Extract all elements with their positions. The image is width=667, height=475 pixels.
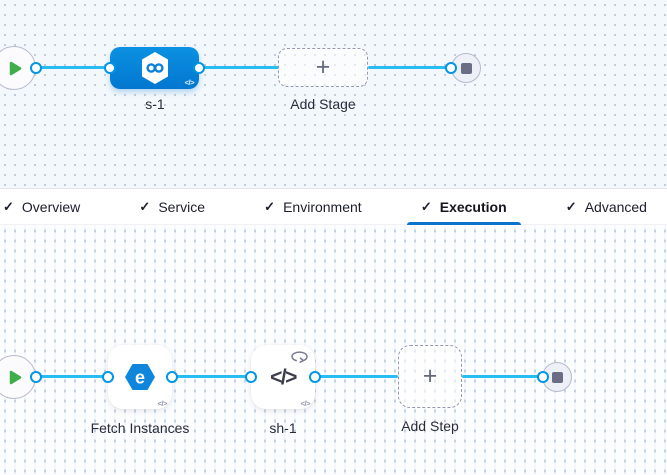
check-icon: ✓ [139, 199, 151, 214]
tab-label: Environment [283, 198, 362, 215]
execution-pipeline-canvas[interactable]: e </> Fetch Instances </> </> sh-1 + Add… [0, 225, 667, 475]
svg-text:e: e [135, 368, 145, 388]
add-stage-button[interactable]: + [278, 48, 368, 87]
loop-strategy-icon [291, 350, 308, 368]
step-node-sh-1[interactable]: </> </> [251, 345, 315, 409]
connector-port[interactable] [309, 371, 321, 383]
add-step-button[interactable]: + [398, 345, 462, 408]
connector-port[interactable] [193, 62, 205, 74]
connector-port[interactable] [245, 371, 257, 383]
yaml-code-badge: </> [300, 398, 311, 408]
connector-port[interactable] [166, 371, 178, 383]
connector-port[interactable] [30, 371, 42, 383]
check-icon: ✓ [565, 199, 577, 214]
connector-port[interactable] [104, 62, 116, 74]
shell-script-icon: </> [270, 365, 297, 389]
tab-environment[interactable]: ✓ Environment [250, 189, 376, 224]
stop-icon [551, 371, 563, 383]
plus-icon: + [422, 362, 438, 390]
stop-icon [460, 62, 472, 74]
tab-overview[interactable]: ✓ Overview [0, 189, 94, 224]
pipeline-edge [315, 375, 398, 378]
pipeline-edge [36, 375, 108, 378]
add-stage-label: Add Stage [290, 96, 356, 112]
tab-service[interactable]: ✓ Service [125, 189, 219, 224]
tab-label: Advanced [584, 198, 647, 215]
step-label: Fetch Instances [90, 420, 190, 436]
play-icon [9, 61, 22, 75]
pipeline-edge [462, 375, 543, 378]
cd-stage-icon [141, 52, 168, 84]
plus-icon: + [315, 53, 331, 81]
check-icon: ✓ [3, 199, 14, 214]
tab-advanced[interactable]: ✓ Advanced [552, 189, 661, 224]
yaml-code-badge: </> [157, 398, 168, 408]
pipeline-edge [368, 66, 452, 69]
pipeline-edge [199, 66, 279, 69]
play-icon [9, 370, 22, 384]
connector-port[interactable] [537, 371, 549, 383]
pipeline-edge [36, 66, 110, 69]
tab-label: Service [158, 198, 206, 215]
stage-label: s-1 [145, 96, 165, 112]
add-step-label: Add Step [401, 418, 459, 434]
check-icon: ✓ [264, 199, 276, 214]
step-label: sh-1 [269, 420, 297, 436]
yaml-code-badge: </> [184, 77, 195, 87]
tab-label: Execution [439, 198, 507, 215]
tab-execution[interactable]: ✓ Execution [406, 189, 521, 225]
fetch-instances-icon: e [125, 364, 155, 390]
active-tab-underline [406, 222, 521, 225]
stage-pipeline-canvas[interactable]: </> s-1 + Add Stage [0, 0, 667, 188]
stage-config-tabbar: ✓ Overview ✓ Service ✓ Environment ✓ Exe… [0, 188, 667, 225]
check-icon: ✓ [420, 199, 432, 214]
pipeline-edge [172, 375, 251, 378]
tab-label: Overview [21, 198, 81, 215]
step-node-fetch-instances[interactable]: e </> [108, 345, 172, 409]
stage-node-s-1[interactable]: </> [110, 47, 199, 89]
connector-port[interactable] [445, 62, 457, 74]
connector-port[interactable] [30, 62, 42, 74]
connector-port[interactable] [102, 371, 114, 383]
pipeline-end-node[interactable] [451, 53, 481, 83]
